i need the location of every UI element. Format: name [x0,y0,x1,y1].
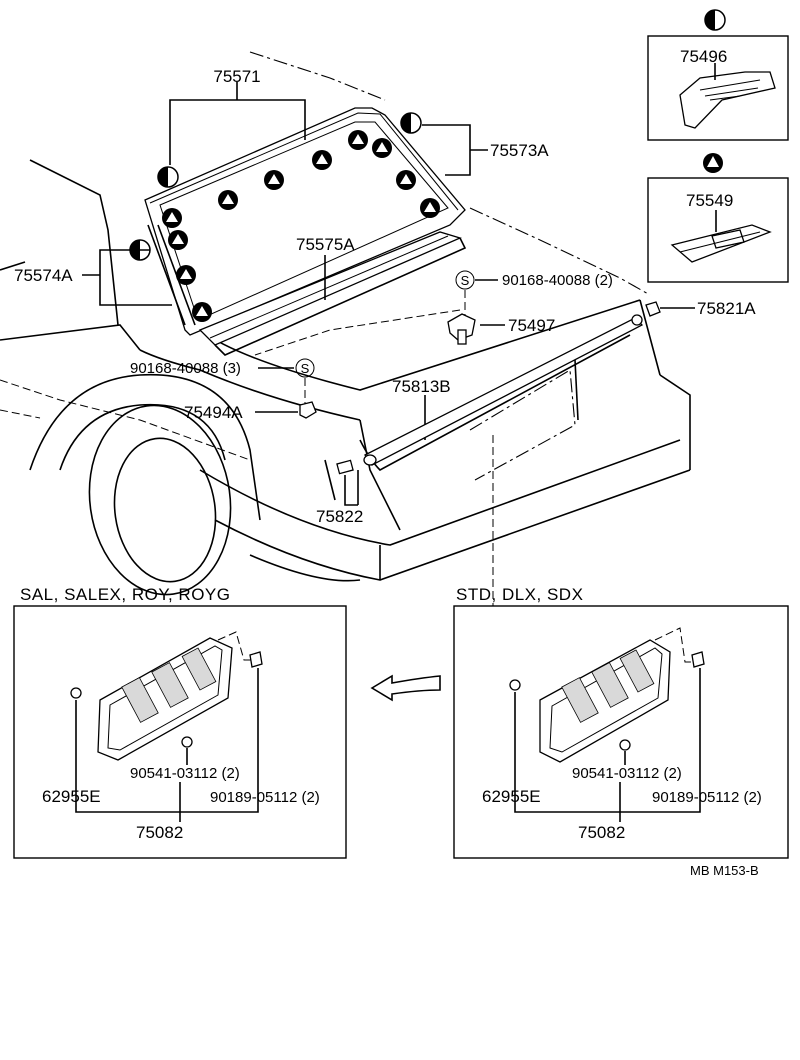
right-90541: 90541-03112 (2) [572,765,682,782]
triangle-icon [192,302,212,322]
left-75082: 75082 [136,823,183,842]
triangle-circle-icon [703,153,723,173]
left-90189: 90189-05112 (2) [210,789,320,806]
back-window-moulding [144,107,467,356]
part-callouts: 75571 75573A 75574A 75575A 75496 75549 9… [14,47,756,526]
half-circle-icon [129,9,726,261]
triangle-icon [218,190,238,210]
callout-75496: 75496 [680,47,727,66]
triangle-icon [348,130,368,150]
callout-75575A: 75575A [296,235,355,254]
triangle-icon [420,198,440,218]
triangle-icon [176,265,196,285]
svg-text:S: S [301,361,310,376]
svg-text:S: S [461,273,470,288]
triangle-icon [264,170,284,190]
left-arrow-icon [370,674,441,702]
inset-75496 [647,35,789,141]
panel-left: SAL, SALEX, ROY, ROYG 62955E 90541-03112… [13,585,347,859]
s-circle-icon: S S [295,270,475,378]
left-62955E: 62955E [42,787,101,806]
left-90541: 90541-03112 (2) [130,765,240,782]
callout-75571: 75571 [213,67,260,86]
callout-75813B: 75813B [392,377,451,396]
callout-75574A: 75574A [14,266,73,285]
callout-75821A: 75821A [697,299,756,318]
right-75082: 75082 [578,823,625,842]
callout-90168-3: 90168-40088 (3) [130,360,241,377]
callout-75822: 75822 [316,507,363,526]
triangle-icon [162,208,182,228]
callout-90168-2: 90168-40088 (2) [502,272,613,289]
triangle-icon [312,150,332,170]
callout-75549: 75549 [686,191,733,210]
triangle-markers [162,130,440,322]
callout-75494A: 75494A [184,403,243,422]
leader-lines [82,82,695,506]
right-62955E: 62955E [482,787,541,806]
panel-right: STD, DLX, SDX 62955E 90541-03112 (2) 901… [453,585,789,859]
drawing-reference: MB M153-B [690,863,759,878]
triangle-icon [396,170,416,190]
panel-left-header: SAL, SALEX, ROY, ROYG [20,585,231,604]
clip-parts [299,301,661,475]
callout-75497: 75497 [508,316,555,335]
triangle-icon [372,138,392,158]
inset-75549 [647,177,789,283]
panel-right-header: STD, DLX, SDX [456,585,583,604]
triangle-icon [168,230,188,250]
callout-75573A: 75573A [490,141,549,160]
right-90189: 90189-05112 (2) [652,789,762,806]
